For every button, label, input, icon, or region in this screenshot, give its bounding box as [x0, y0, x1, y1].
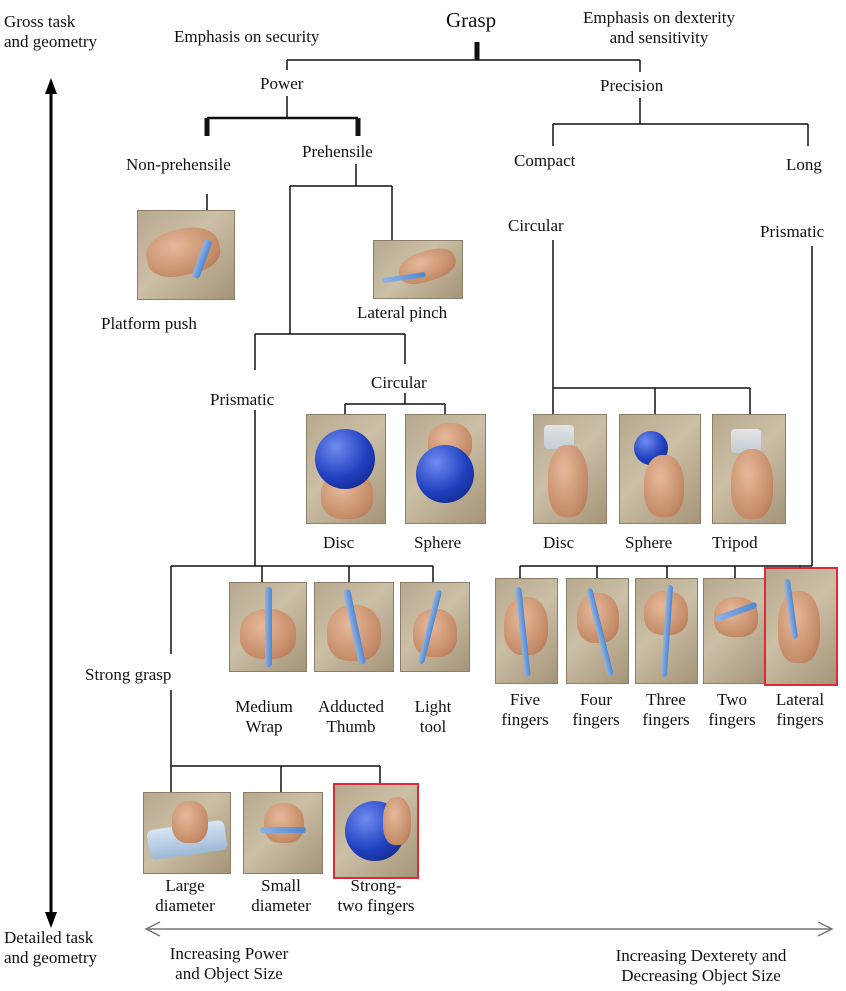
- long-label: Long: [786, 155, 822, 175]
- lateral-pinch-label: Lateral pinch: [357, 303, 447, 323]
- power-disc-label: Disc: [323, 533, 354, 553]
- tripod-photo: [712, 414, 786, 524]
- root-grasp-label: Grasp: [446, 10, 496, 30]
- horizontal-axis-arrow: [146, 922, 832, 936]
- small-diameter-label: Small diameter: [236, 876, 326, 916]
- medium-wrap-label: Medium Wrap: [222, 697, 306, 737]
- precision-circular-label: Circular: [508, 216, 564, 236]
- lateral-fingers-label: Lateral fingers: [762, 690, 838, 730]
- tripod-label: Tripod: [712, 533, 758, 553]
- adducted-thumb-label: Adducted Thumb: [303, 697, 399, 737]
- emphasis-dexterity-label: Emphasis on dexterity and sensitivity: [563, 8, 755, 48]
- prehensile-label: Prehensile: [302, 142, 373, 162]
- five-fingers-photo: [495, 578, 558, 684]
- two-fingers-label: Two fingers: [695, 690, 769, 730]
- power-disc-photo: [306, 414, 386, 524]
- platform-push-label: Platform push: [101, 314, 197, 334]
- five-fingers-label: Five fingers: [490, 690, 560, 730]
- four-fingers-photo: [566, 578, 629, 684]
- large-diameter-photo: [143, 792, 231, 874]
- increasing-power-label: Increasing Power and Object Size: [144, 944, 314, 984]
- precision-prismatic-label: Prismatic: [760, 222, 824, 242]
- small-diameter-photo: [243, 792, 323, 874]
- platform-push-photo: [137, 210, 235, 300]
- precision-disc-label: Disc: [543, 533, 574, 553]
- three-fingers-label: Three fingers: [626, 690, 706, 730]
- increasing-dexterity-label: Increasing Dexterety and Decreasing Obje…: [566, 946, 836, 986]
- power-circular-label: Circular: [371, 373, 427, 393]
- precision-sphere-label: Sphere: [625, 533, 672, 553]
- light-tool-label: Light tool: [398, 697, 468, 737]
- strong-two-fingers-label: Strong- two fingers: [318, 876, 434, 916]
- lateral-fingers-photo: [764, 567, 838, 686]
- compact-label: Compact: [514, 151, 575, 171]
- precision-label: Precision: [600, 76, 663, 96]
- power-sphere-photo: [405, 414, 486, 524]
- strong-two-fingers-photo: [333, 783, 419, 879]
- precision-disc-photo: [533, 414, 607, 524]
- detailed-task-label: Detailed task and geometry: [4, 928, 97, 968]
- large-diameter-label: Large diameter: [140, 876, 230, 916]
- four-fingers-label: Four fingers: [558, 690, 634, 730]
- three-fingers-photo: [635, 578, 698, 684]
- strong-grasp-label: Strong grasp: [85, 665, 171, 685]
- lateral-pinch-photo: [373, 240, 463, 299]
- light-tool-photo: [400, 582, 470, 672]
- two-fingers-photo: [703, 578, 766, 684]
- adducted-thumb-photo: [314, 582, 394, 672]
- power-prismatic-label: Prismatic: [210, 390, 274, 410]
- gross-task-label: Gross task and geometry: [4, 12, 97, 52]
- power-sphere-label: Sphere: [414, 533, 461, 553]
- power-label: Power: [260, 74, 303, 94]
- emphasis-security-label: Emphasis on security: [174, 27, 319, 47]
- precision-sphere-photo: [619, 414, 701, 524]
- non-prehensile-label: Non-prehensile: [126, 155, 231, 175]
- medium-wrap-photo: [229, 582, 307, 672]
- vertical-axis-arrow: [45, 78, 57, 928]
